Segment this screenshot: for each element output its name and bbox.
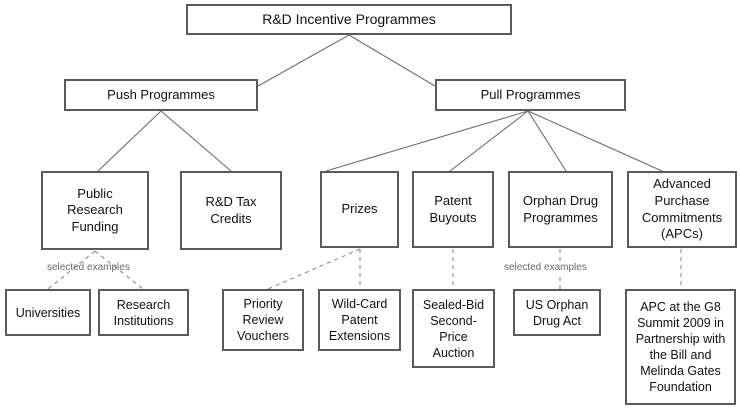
node-universities[interactable]: Universities [5,289,91,336]
node-label: Patent Buyouts [429,192,477,225]
connector-root-to-pull [348,34,436,87]
node-label: Orphan Drug Programmes [522,192,599,225]
node-prizes[interactable]: Prizes [320,171,399,248]
node-us-orphan-drug-act[interactable]: US Orphan Drug Act [513,289,601,336]
connector-pull-to-prizes [325,110,529,172]
node-public-research-funding[interactable]: Public Research Funding [41,171,149,250]
connector-pull-to-orphan-drug [527,110,567,172]
node-label: R&D Incentive Programmes [262,10,436,27]
node-pull-programmes[interactable]: Pull Programmes [435,79,626,111]
node-rd-tax-credits[interactable]: R&D Tax Credits [180,171,282,250]
node-wild-card-patent-extensions[interactable]: Wild-Card Patent Extensions [318,289,401,351]
dashed-connector-public-research-to-research-institutions [94,250,144,290]
node-label: APC at the G8 Summit 2009 in Partnership… [635,300,726,394]
node-sealed-bid-second-price-auction[interactable]: Sealed-Bid Second- Price Auction [412,289,495,368]
node-priority-review-vouchers[interactable]: Priority Review Vouchers [222,289,304,351]
node-label: US Orphan Drug Act [525,297,589,328]
node-label: Research Institutions [113,297,174,328]
node-label: Pull Programmes [480,86,581,102]
node-rd-incentive-programmes[interactable]: R&D Incentive Programmes [186,4,512,35]
node-label: Prizes [341,201,378,217]
node-label: Priority Review Vouchers [236,297,290,343]
node-advanced-purchase-commitments[interactable]: Advanced Purchase Commitments (APCs) [627,171,737,248]
node-label: Sealed-Bid Second- Price Auction [422,297,485,360]
node-label: R&D Tax Credits [205,193,257,226]
node-research-institutions[interactable]: Research Institutions [98,289,189,336]
caption-selected-examples-orphan: selected examples [504,262,587,273]
connector-root-to-push [257,34,350,87]
node-label: Wild-Card Patent Extensions [328,297,391,343]
caption-selected-examples-push: selected examples [47,262,130,273]
node-push-programmes[interactable]: Push Programmes [64,79,258,111]
node-label: Advanced Purchase Commitments (APCs) [641,176,723,242]
connector-pull-to-apc [527,110,663,172]
dashed-connector-prizes-to-priority-review-vouchers [267,248,361,290]
connector-pull-to-patent-buyouts [449,110,529,172]
connector-push-to-public-research-funding [97,110,162,172]
node-apc-g8-summit-2009[interactable]: APC at the G8 Summit 2009 in Partnership… [625,289,736,405]
node-orphan-drug-programmes[interactable]: Orphan Drug Programmes [508,171,613,248]
node-label: Universities [15,305,81,320]
node-label: Public Research Funding [67,185,123,234]
node-label: Push Programmes [107,86,215,102]
connector-push-to-rd-tax-credits [160,110,232,172]
dashed-connector-public-research-to-universities [47,250,96,290]
node-patent-buyouts[interactable]: Patent Buyouts [412,171,494,248]
